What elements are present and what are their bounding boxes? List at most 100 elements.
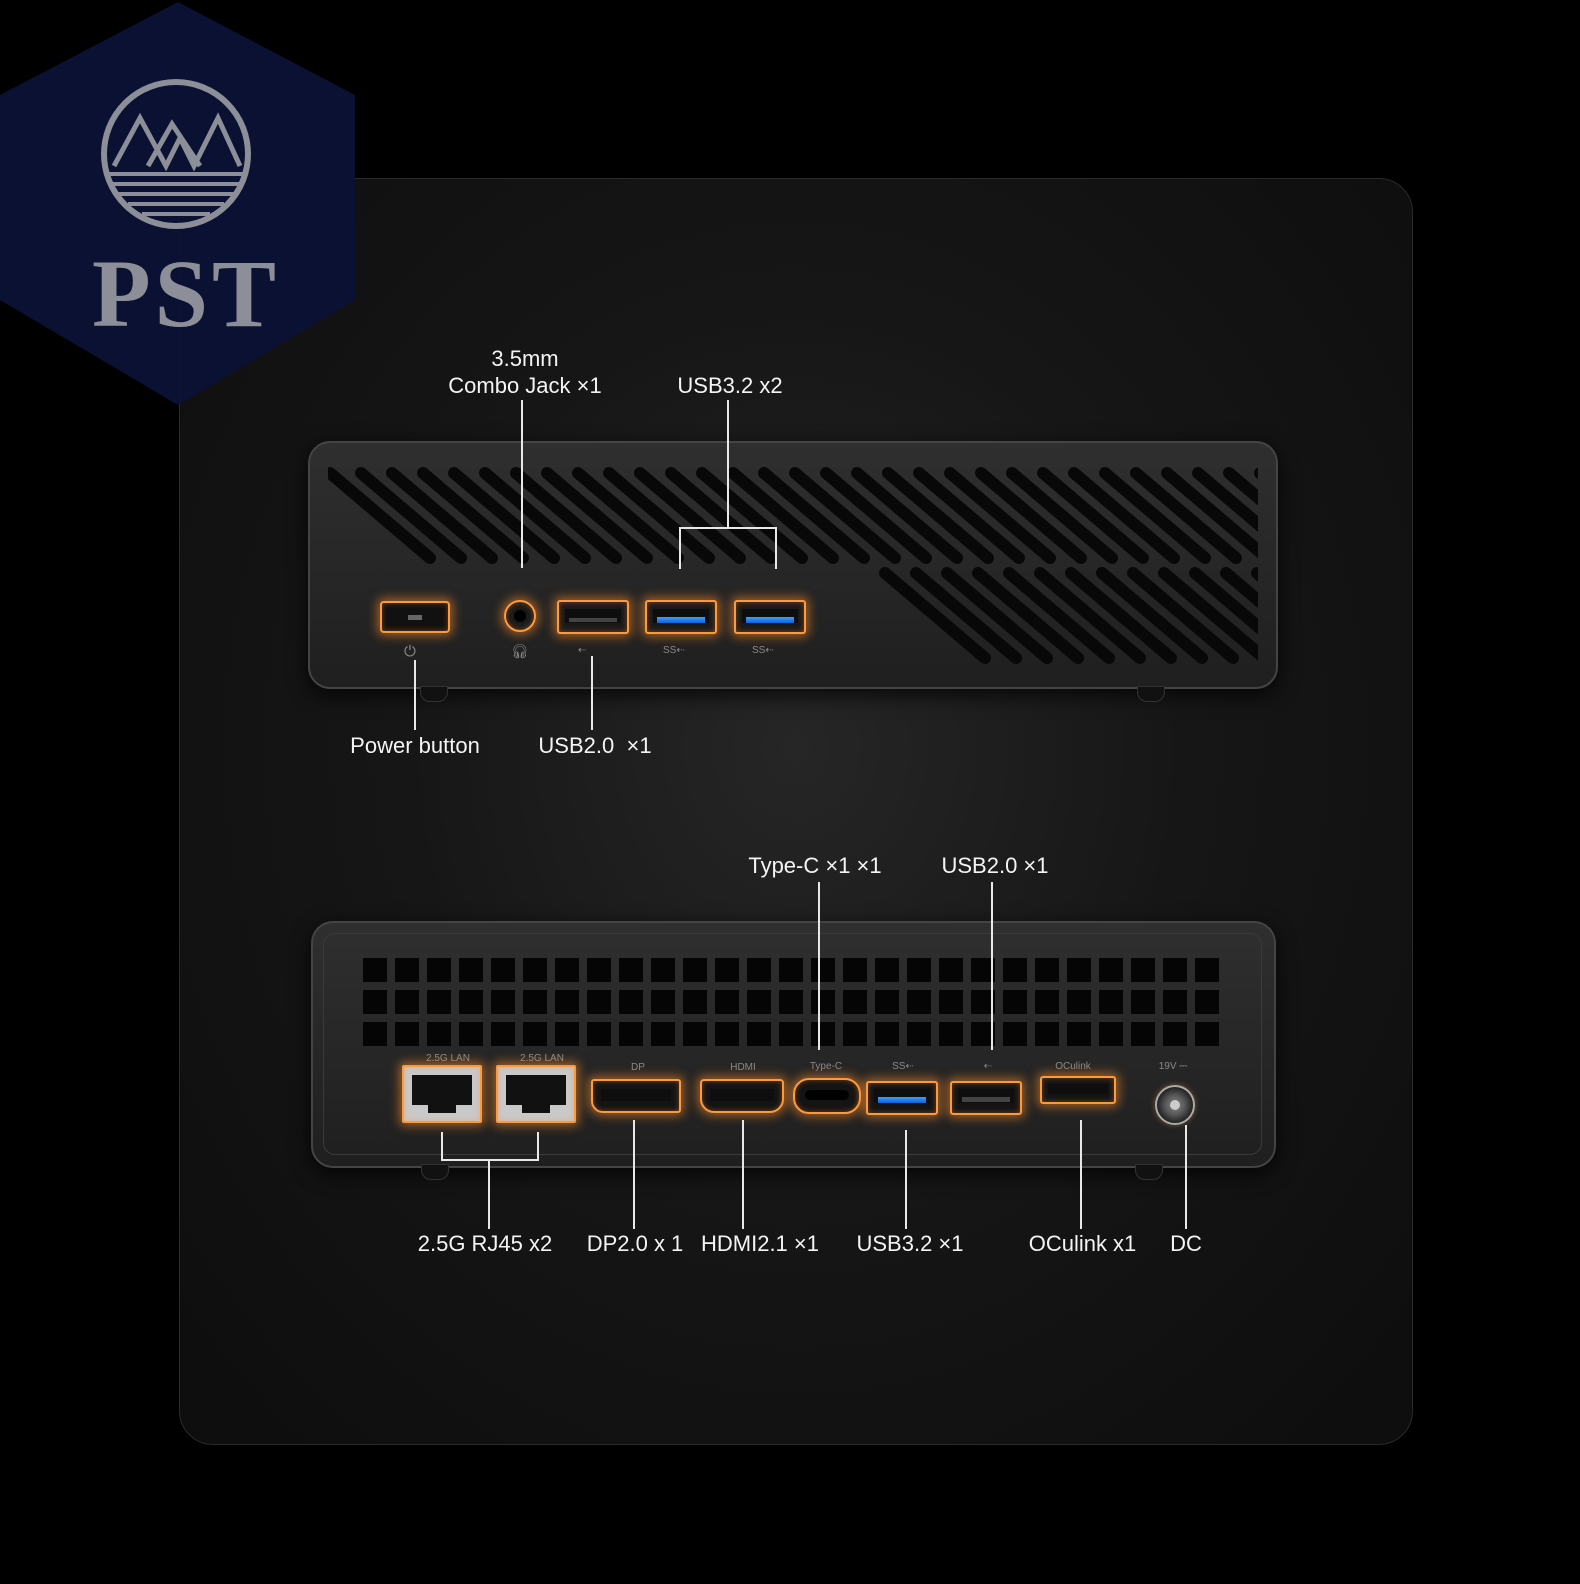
vent-hole <box>907 1022 931 1046</box>
vent-hole <box>683 958 707 982</box>
vent-hole <box>459 1022 483 1046</box>
front-foot-left <box>420 686 448 702</box>
front-vent-grille <box>328 467 1258 664</box>
vent-hole <box>555 1022 579 1046</box>
vent-slash <box>1161 467 1258 564</box>
vent-hole <box>1003 958 1027 982</box>
typec-port[interactable] <box>793 1078 861 1114</box>
vent-slash <box>1034 567 1146 664</box>
ss-usb-icon: SS⇠ <box>752 645 774 656</box>
rj45-latch <box>522 1103 550 1113</box>
power-button-slot <box>408 615 422 620</box>
hdmi-label: HDMI2.1 ×1 <box>701 1231 819 1256</box>
usb3-mark: SS⇠ <box>892 1061 914 1072</box>
power-leader <box>414 660 416 730</box>
oculink-mark: OCulink <box>1055 1061 1091 1072</box>
vent-slash <box>789 467 901 564</box>
rj45-port-1[interactable] <box>402 1065 482 1123</box>
vent-slash <box>1065 567 1177 664</box>
vent-slash <box>1251 567 1258 664</box>
usb32-rear-port[interactable] <box>866 1081 938 1115</box>
vent-hole <box>619 1022 643 1046</box>
vent-slash <box>386 467 498 564</box>
usb20-rear-label: USB2.0 ×1 <box>941 853 1049 878</box>
rear-foot-right <box>1135 1164 1163 1180</box>
rj45-port-2[interactable] <box>496 1065 576 1123</box>
vent-hole <box>427 958 451 982</box>
vent-hole <box>619 958 643 982</box>
rear-vent-grid <box>363 958 1219 1046</box>
vent-hole <box>1195 1022 1219 1046</box>
vent-slash <box>972 567 1084 664</box>
vent-hole <box>587 990 611 1014</box>
vent-hole <box>523 1022 547 1046</box>
vent-hole <box>1067 990 1091 1014</box>
typec-leader <box>818 882 820 1050</box>
vent-slash <box>1130 467 1242 564</box>
vent-hole <box>619 990 643 1014</box>
usb32-leader-left <box>679 527 681 569</box>
vent-hole <box>587 1022 611 1046</box>
vent-hole <box>651 1022 675 1046</box>
vent-slash <box>417 467 529 564</box>
vent-hole <box>427 1022 451 1046</box>
vent-hole <box>651 958 675 982</box>
vent-hole <box>843 990 867 1014</box>
vent-hole <box>1035 990 1059 1014</box>
power-button-label: Power button <box>350 733 480 758</box>
vent-hole <box>907 990 931 1014</box>
dc-mark: 19V ⎓ <box>1158 1061 1188 1072</box>
vent-slash <box>1006 467 1118 564</box>
usb3-blue-tongue <box>746 617 794 623</box>
rj45-socket <box>506 1075 566 1105</box>
vent-slash <box>820 467 932 564</box>
vent-hole <box>1163 958 1187 982</box>
vent-hole <box>363 1022 387 1046</box>
typec-slot <box>805 1090 849 1100</box>
rj45-latch <box>428 1103 456 1113</box>
vent-hole <box>779 958 803 982</box>
vent-hole <box>395 958 419 982</box>
vent-hole <box>587 958 611 982</box>
vent-slash <box>1003 567 1115 664</box>
usb20-rear-port[interactable] <box>950 1081 1022 1115</box>
oculink-port[interactable] <box>1040 1076 1116 1104</box>
vent-slash <box>1192 467 1258 564</box>
vent-hole <box>1067 958 1091 982</box>
vent-hole <box>1003 1022 1027 1046</box>
dp-leader <box>633 1120 635 1229</box>
vent-hole <box>875 990 899 1014</box>
vent-hole <box>747 990 771 1014</box>
rear-inner-frame <box>323 933 1262 1155</box>
dp-port[interactable] <box>591 1079 681 1113</box>
dc-leader <box>1185 1125 1187 1229</box>
usb-tongue <box>569 618 617 622</box>
vent-hole <box>1035 958 1059 982</box>
vent-hole <box>747 958 771 982</box>
usb-icon: ⇠ <box>578 645 587 656</box>
dc-label: DC <box>1170 1231 1202 1256</box>
rj45-leader-right <box>537 1132 539 1160</box>
vent-slash <box>603 467 715 564</box>
usb32-front-port-2[interactable] <box>734 600 806 634</box>
rj45-label: 2.5G RJ45 x2 <box>417 1231 553 1256</box>
vent-hole <box>811 958 835 982</box>
usb3-blue-tongue <box>657 617 705 623</box>
hdmi-port[interactable] <box>700 1079 784 1113</box>
combo-jack-port[interactable] <box>504 600 536 632</box>
vent-hole <box>555 990 579 1014</box>
power-button[interactable] <box>380 601 450 633</box>
vent-hole <box>843 958 867 982</box>
usb20-front-port[interactable] <box>557 600 629 634</box>
vent-hole <box>939 958 963 982</box>
vent-slash <box>1099 467 1211 564</box>
vent-hole <box>939 1022 963 1046</box>
usb32-leader-vertical <box>727 400 729 528</box>
vent-slash <box>448 467 560 564</box>
vent-hole <box>363 958 387 982</box>
combo-jack-label: 3.5mm Combo Jack ×1 <box>448 346 602 398</box>
dc-port[interactable] <box>1155 1085 1195 1125</box>
usb32-front-port-1[interactable] <box>645 600 717 634</box>
vent-slash <box>1096 567 1208 664</box>
usb-tongue <box>962 1097 1010 1102</box>
